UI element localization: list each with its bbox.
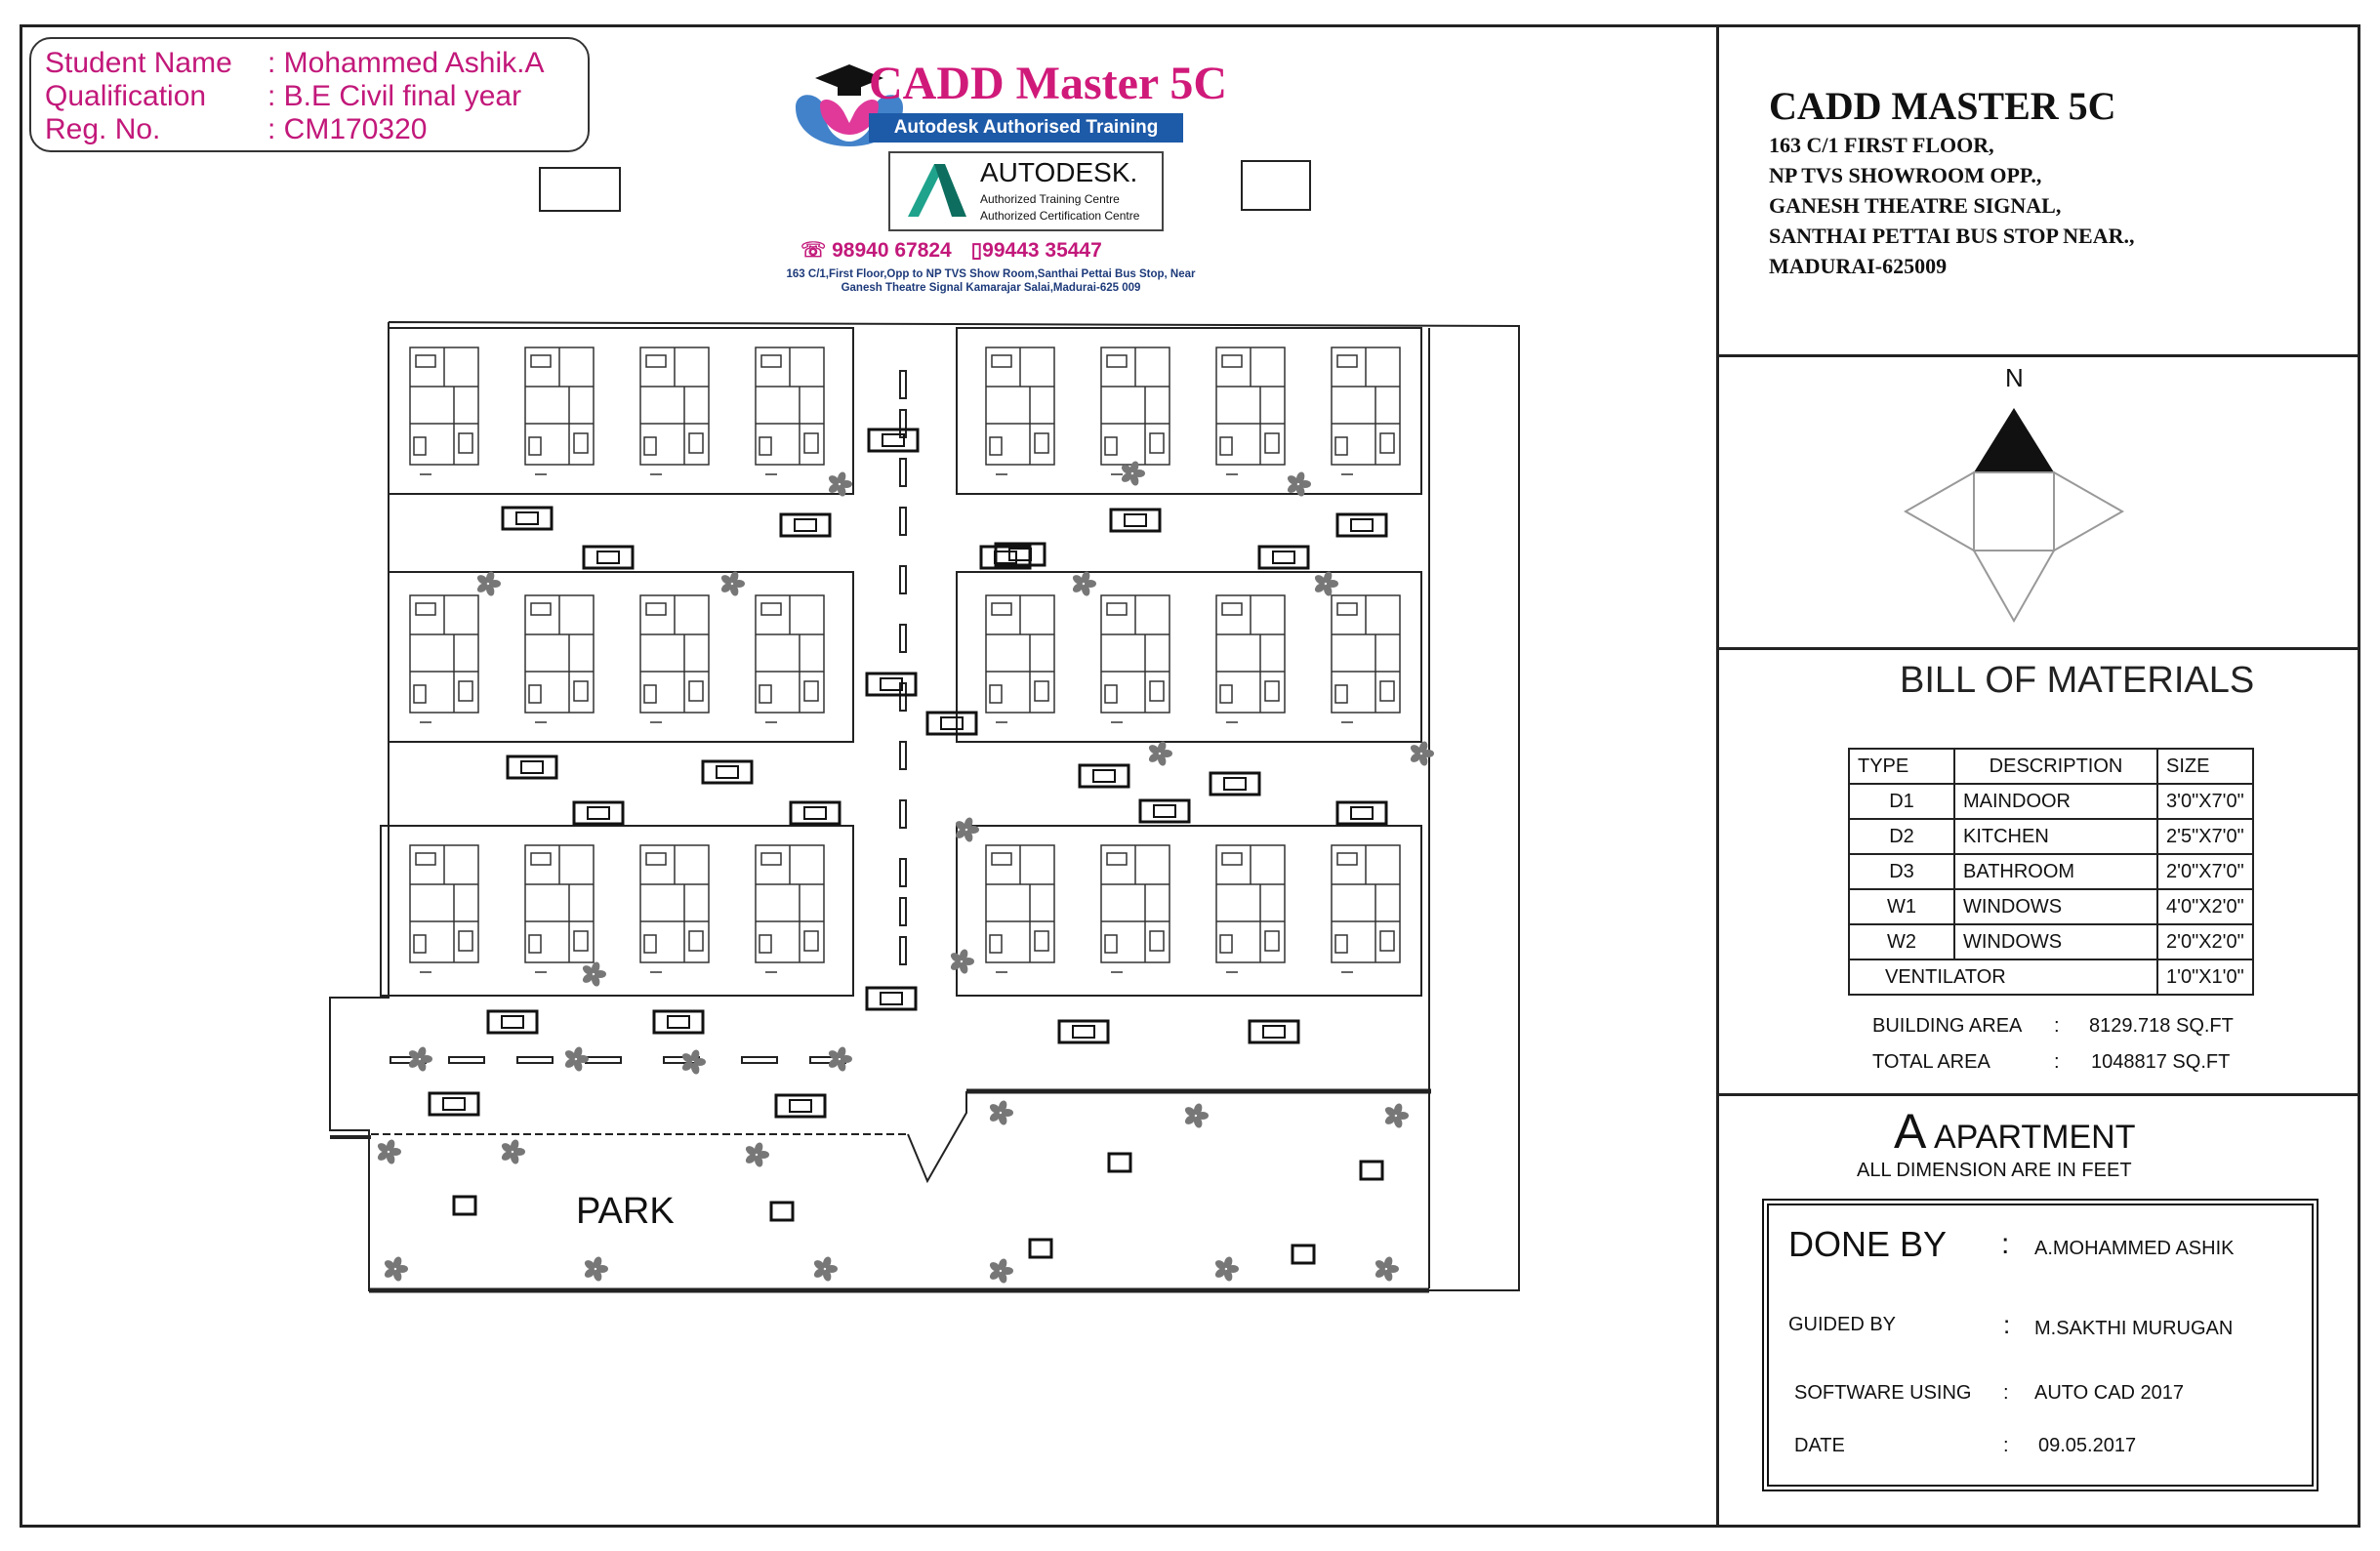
company-name: CADD MASTER 5C [1769,84,2116,128]
address-line: 163 C/1 FIRST FLOOR, [1769,133,1994,157]
done-by-value: A.MOHAMMED ASHIK [2034,1238,2235,1259]
north-label: N [2005,363,2024,392]
project-initial: A [1894,1104,1927,1159]
reg-no-value: : CM170320 [267,113,428,145]
autodesk-badge: AUTODESK. Authorized Training Centre Aut… [888,151,1164,231]
logo-tagline: Autodesk Authorised Training Centre [869,113,1183,167]
student-name-value: : Mohammed Ashik.A [267,47,545,79]
drawing-border [20,24,2360,1528]
area-colon: : [2054,1015,2060,1037]
reg-no-label: Reg. No. [45,113,161,145]
done-by-label: DONE BY [1788,1224,1948,1264]
date-label: DATE [1794,1435,1845,1456]
bom-cell: 1'0"X1'0" [2156,959,2254,996]
autodesk-wordmark: AUTODESK. [980,157,1138,187]
logo-address: 163 C/1,First Floor,Opp to NP TVS Show R… [786,268,1196,294]
bom-cell: W2 [1848,923,1955,960]
bom-cell: 3'0"X7'0" [2156,783,2254,820]
qualification-value: : B.E Civil final year [267,80,522,112]
colon: : [2001,1228,2010,1260]
phone-1: 98940 67824 [832,239,952,262]
bom-cell: WINDOWS [1953,888,2158,925]
phone-2: 99443 35447 [982,239,1102,262]
project-name: APARTMENT [1933,1119,2136,1156]
address-line: GANESH THEATRE SIGNAL, [1769,193,2062,218]
park-label: PARK [576,1191,675,1232]
dimension-note: ALL DIMENSION ARE IN FEET [1857,1160,2132,1181]
colon: : [2003,1310,2011,1339]
guided-by-label: GUIDED BY [1788,1314,1897,1335]
mobile-icon: ▯ [970,239,983,262]
bom-cell: D2 [1848,818,1955,855]
bom-header: SIZE [2156,748,2254,785]
guided-by-value: M.SAKTHI MURUGAN [2034,1318,2234,1339]
software-label: SOFTWARE USING [1794,1382,1972,1404]
bom-cell: W1 [1848,888,1955,925]
bom-cell: KITCHEN [1953,818,2158,855]
area-colon: : [2054,1051,2060,1073]
student-info-box: Student Name : Mohammed Ashik.A Qualifica… [29,37,590,152]
autodesk-line1: Authorized Training Centre [980,192,1120,206]
bom-title: BILL OF MATERIALS [1900,660,2255,701]
bom-cell: BATHROOM [1953,853,2158,890]
address-line: NP TVS SHOWROOM OPP., [1769,163,2042,187]
phone-numbers: ☏ 98940 67824 ▯99443 35447 [800,238,1102,263]
bom-header: DESCRIPTION [1953,748,2158,785]
bom-header: TYPE [1848,748,1955,785]
project-title: A APARTMENT [1894,1103,2135,1160]
date-value: 09.05.2017 [2038,1435,2137,1456]
divider-2 [1716,647,2360,650]
table-header-row: TYPE DESCRIPTION SIZE [1848,748,2254,785]
colon: : [2003,1435,2009,1456]
building-area-value: 8129.718 SQ.FT [2089,1015,2234,1037]
done-by-box [1762,1199,2318,1491]
title-block: CADD MASTER 5C 163 C/1 FIRST FLOOR, NP T… [1769,83,2316,281]
divider-3 [1716,1093,2360,1096]
address-line: MADURAI-625009 [1769,254,1948,278]
student-name-label: Student Name [45,47,232,79]
bom-cell: WINDOWS [1953,923,2158,960]
total-area-label: TOTAL AREA [1872,1051,1990,1073]
divider-1 [1716,354,2360,357]
bom-cell: 2'0"X2'0" [2156,923,2254,960]
bom-cell: 4'0"X2'0" [2156,888,2254,925]
title-block-divider [1716,24,1719,1528]
colon: : [2003,1382,2009,1404]
bom-cell: D1 [1848,783,1955,820]
whatsapp-icon: ☏ [800,239,833,262]
building-area-label: BUILDING AREA [1872,1015,2023,1037]
bom-cell: D3 [1848,853,1955,890]
bom-cell: 2'0"X7'0" [2156,853,2254,890]
logo-name: CADD Master 5C [869,58,1228,109]
qualification-label: Qualification [45,80,207,112]
bom-cell: 2'5"X7'0" [2156,818,2254,855]
address-line: SANTHAI PETTAI BUS STOP NEAR., [1769,224,2135,248]
autodesk-line2: Authorized Certification Centre [980,209,1140,223]
bom-cell: MAINDOOR [1953,783,2158,820]
total-area-value: 1048817 SQ.FT [2091,1051,2231,1073]
software-value: AUTO CAD 2017 [2034,1382,2185,1404]
bom-cell: VENTILATOR [1848,959,2158,996]
